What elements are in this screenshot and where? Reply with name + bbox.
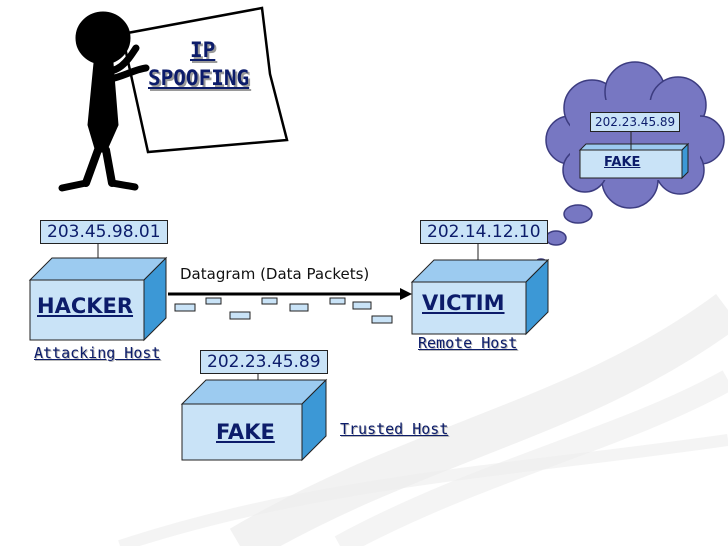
hacker-role-caption: Attacking Host xyxy=(34,344,161,362)
datagram-label: Datagram (Data Packets) xyxy=(180,265,370,283)
fake-role-caption: Trusted Host xyxy=(340,420,449,438)
fake-ip-label: 202.23.45.89 xyxy=(200,350,328,374)
fake-box xyxy=(180,378,328,462)
thought-host-name: FAKE xyxy=(604,155,641,170)
victim-ip-label: 202.14.12.10 xyxy=(420,220,548,244)
title-line-1: IP xyxy=(190,38,216,62)
hacker-box xyxy=(28,256,168,342)
fake-host-name: FAKE xyxy=(216,420,275,444)
data-packet xyxy=(261,297,278,305)
data-packet-icon xyxy=(174,297,393,324)
thought-ip-label: 202.23.45.89 xyxy=(590,112,681,132)
data-packet xyxy=(352,301,372,310)
hacker-ip-label: 203.45.98.01 xyxy=(40,220,168,244)
data-packet xyxy=(289,303,309,312)
victim-box xyxy=(410,242,550,336)
data-packet xyxy=(174,303,196,312)
background-swoosh xyxy=(118,293,728,546)
data-packet xyxy=(205,297,222,305)
stick-figure-icon xyxy=(58,11,150,192)
data-packet xyxy=(371,315,393,324)
title-line-2: SPOOFING xyxy=(148,66,250,90)
data-packet xyxy=(229,311,251,320)
hacker-host-name: HACKER xyxy=(37,294,134,318)
data-packet xyxy=(329,297,346,305)
victim-role-caption: Remote Host xyxy=(418,334,518,352)
victim-host-name: VICTIM xyxy=(422,291,505,315)
thought-fake-box xyxy=(578,130,690,180)
arrow-right-icon xyxy=(168,288,412,300)
